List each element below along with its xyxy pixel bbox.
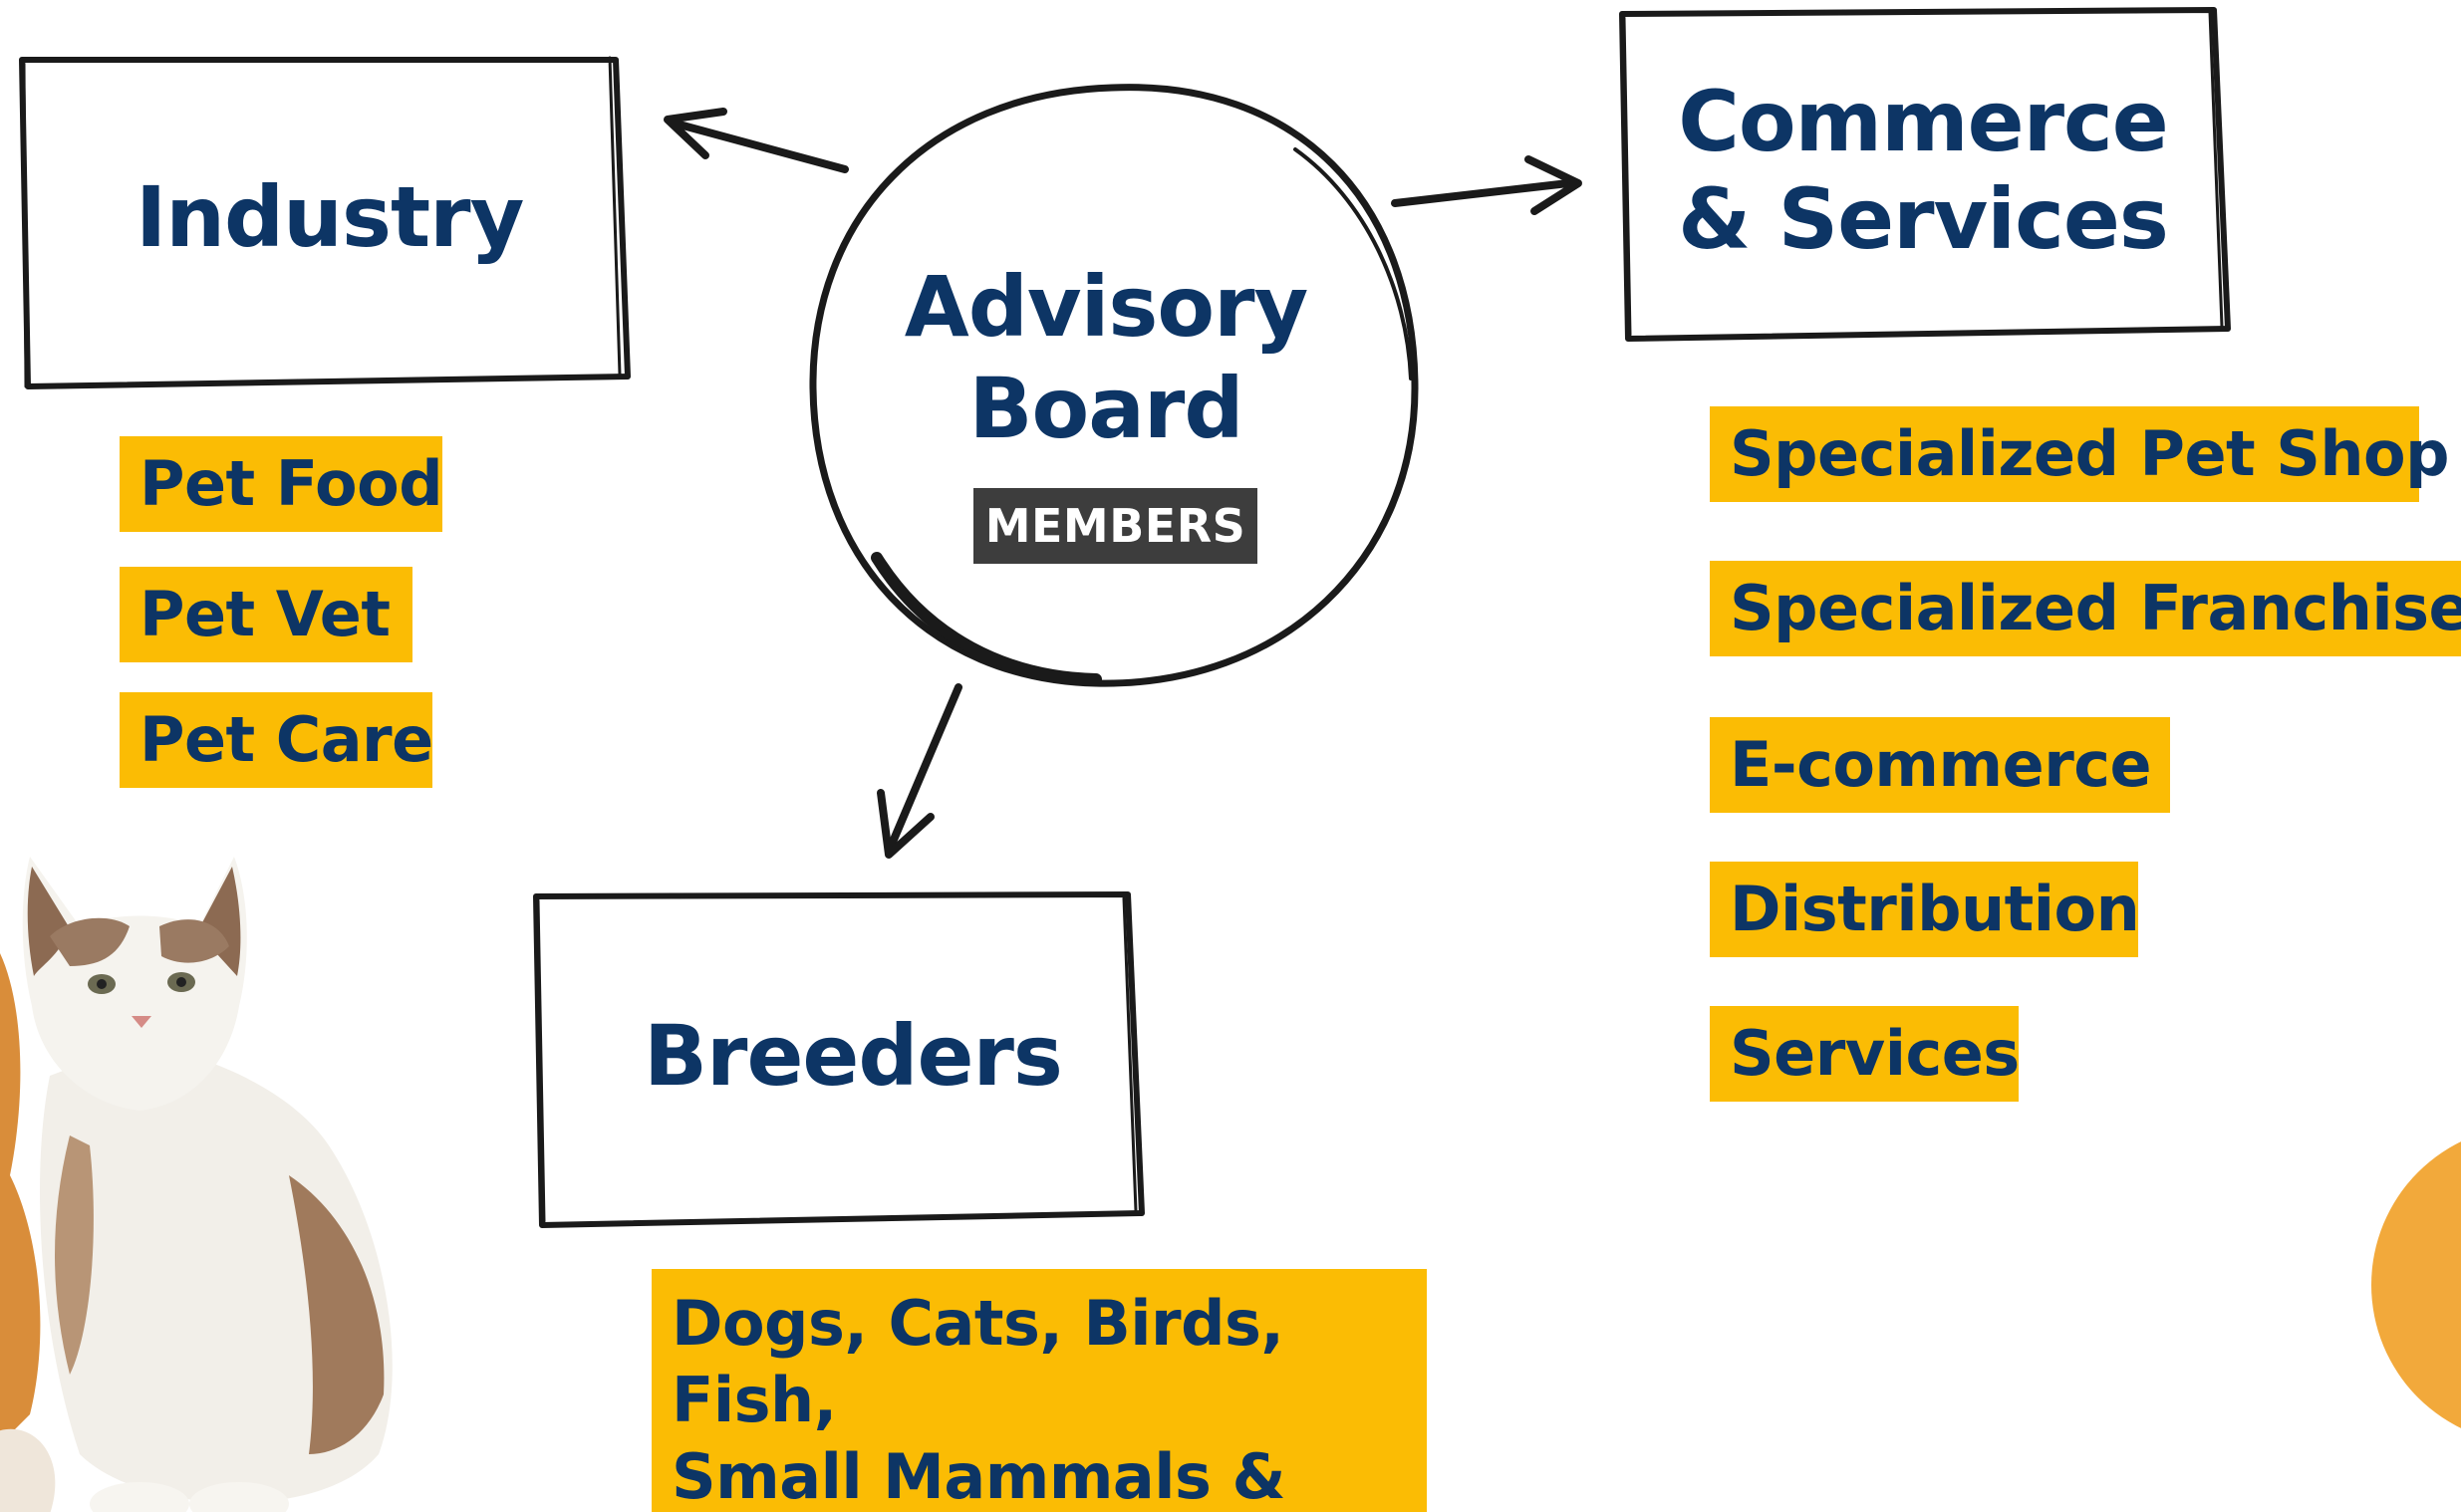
dog-photo-icon bbox=[2371, 1141, 2461, 1428]
breeders-title: Breeders bbox=[644, 1007, 1063, 1105]
commerce-item-distribution: Distribution bbox=[1710, 862, 2140, 957]
commerce-item-specialized-franchises: Specialized Franchises bbox=[1710, 561, 2461, 656]
breeders-items: Dogs, Cats, Birds, Fish, Small Mammals &… bbox=[652, 1269, 1427, 1512]
industry-box bbox=[19, 56, 631, 389]
breeders-box bbox=[533, 891, 1145, 1228]
industry-item-pet-food: Pet Food bbox=[120, 436, 443, 532]
members-badge: MEMBERS bbox=[973, 488, 1257, 564]
commerce-box bbox=[1619, 7, 2231, 342]
industry-title: Industry bbox=[136, 168, 524, 266]
arrow-to-industry bbox=[664, 108, 849, 173]
industry-item-pet-care: Pet Care bbox=[120, 692, 433, 788]
arrow-to-commerce bbox=[1391, 155, 1582, 215]
industry-item-pet-vet: Pet Vet bbox=[120, 567, 412, 662]
advisory-title-line1: Advisory bbox=[904, 258, 1309, 356]
commerce-title-line2: & Services bbox=[1678, 170, 2169, 268]
commerce-item-specialized-pet-shop: Specialized Pet Shop bbox=[1710, 406, 2450, 502]
commerce-item-services: Services bbox=[1710, 1006, 2020, 1102]
cat-photo-icon bbox=[0, 857, 393, 1512]
advisory-title-line2: Board bbox=[968, 360, 1244, 457]
advisory-circle bbox=[809, 84, 1419, 687]
commerce-title-line1: Commerce bbox=[1678, 73, 2169, 170]
arrow-to-breeders bbox=[877, 683, 962, 859]
commerce-item-e-commerce: E-commerce bbox=[1710, 717, 2170, 813]
